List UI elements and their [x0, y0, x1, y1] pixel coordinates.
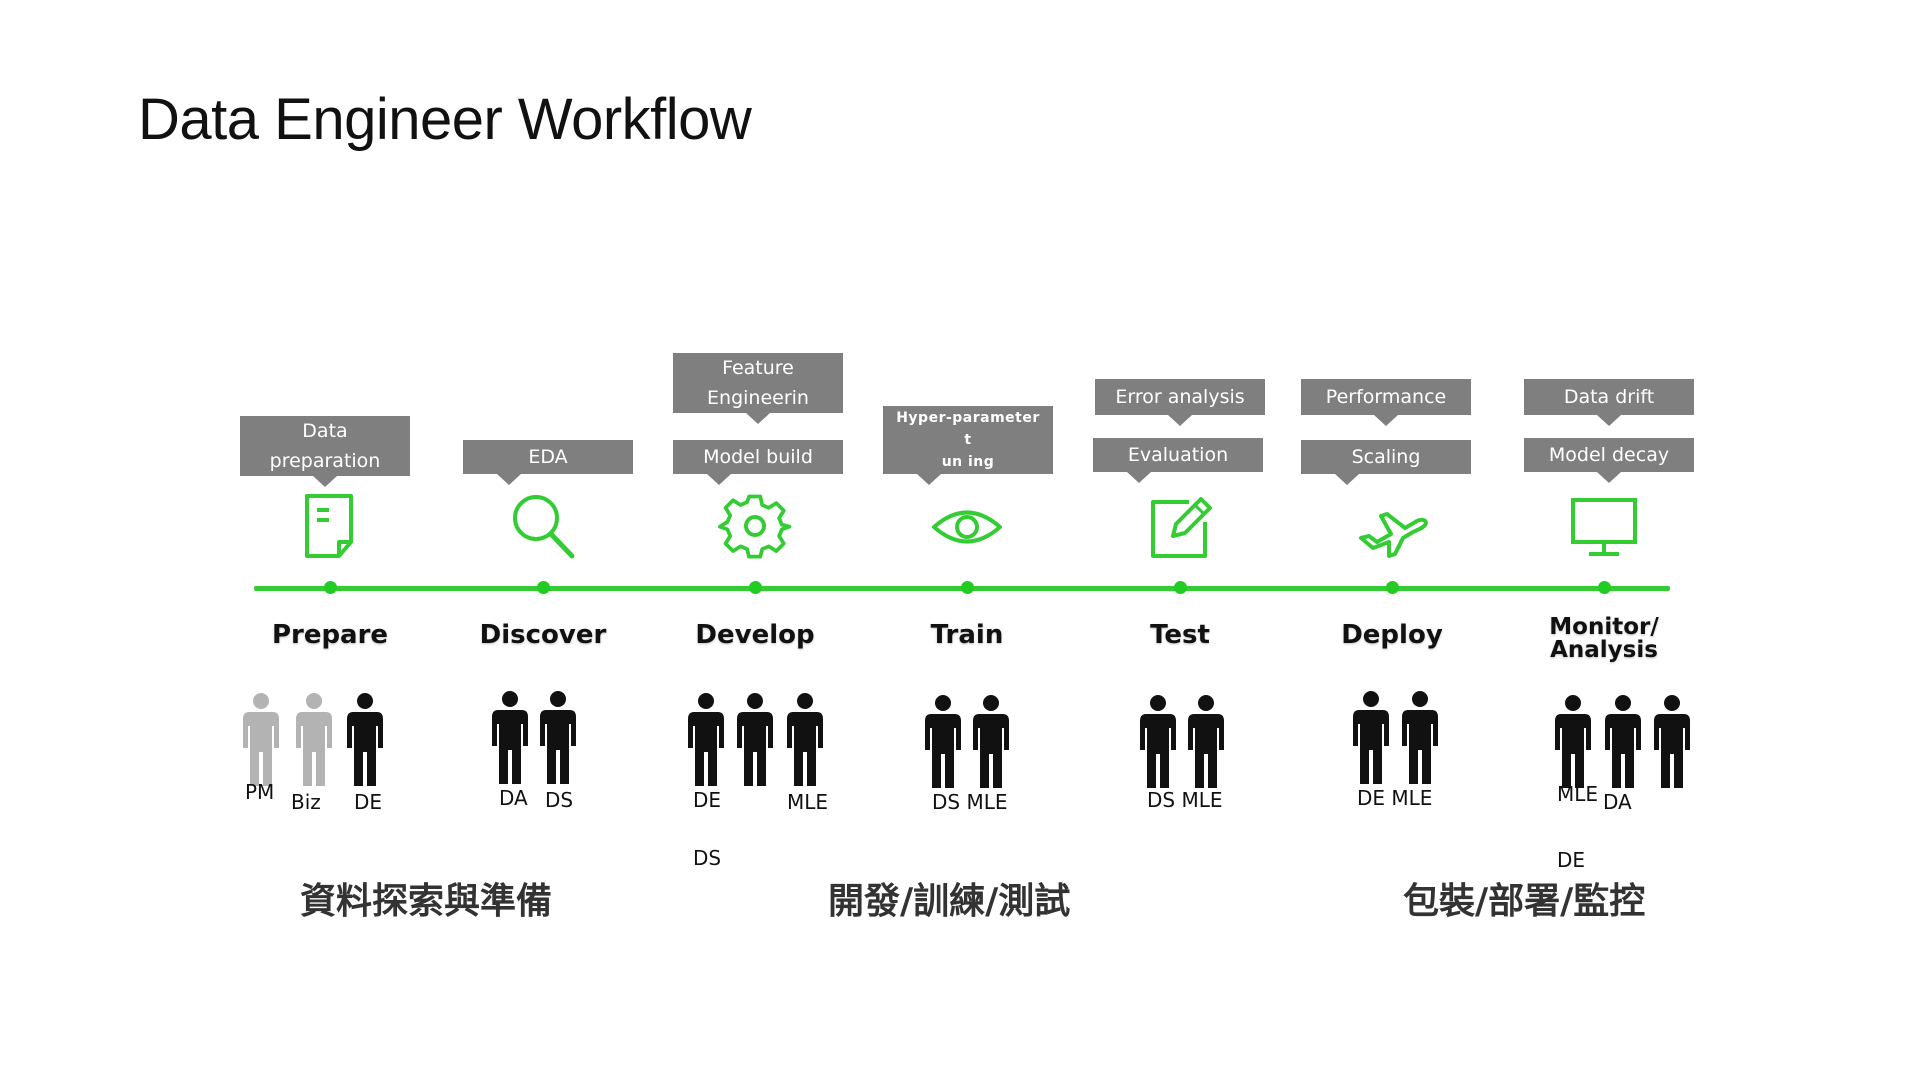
stage-label-develop: Develop	[695, 620, 815, 650]
document-icon	[305, 494, 353, 558]
person-ds-icon	[737, 693, 773, 786]
person-ds-icon	[540, 691, 576, 784]
callout-eda: EDA	[463, 440, 633, 485]
callout-feature-engineering: Feature Engineerin	[673, 353, 843, 424]
callout-model-decay-label: Model decay	[1548, 444, 1670, 466]
callout-hyper-parameter-tuning: Hyper-parameter t un ing	[883, 406, 1053, 485]
person-da-icon	[1605, 695, 1641, 788]
person-mle-icon	[787, 693, 823, 786]
callout-model-decay: Model decay	[1524, 438, 1694, 483]
callout-evaluation-label: Evaluation	[1127, 444, 1229, 466]
role-label-de: DE	[354, 790, 383, 814]
callout-feature-engineering-label: Feature Engineerin	[707, 357, 809, 409]
callout-performance: Performance	[1301, 379, 1471, 426]
timeline-dot-deploy	[1386, 581, 1399, 594]
phase-label-deploy: 包裝/部署/監控	[1403, 881, 1646, 922]
gear-icon	[718, 494, 792, 559]
callout-model-build-label: Model build	[703, 446, 813, 468]
timeline-dot-train	[961, 581, 974, 594]
timeline-dot-discover	[537, 581, 550, 594]
timeline-dot-monitor	[1598, 581, 1611, 594]
callout-performance-label: Performance	[1325, 386, 1447, 408]
stage-label-train: Train	[930, 620, 1004, 650]
callout-data-drift: Data drift	[1524, 379, 1694, 426]
role-label-deploy-roles: DE MLE	[1357, 786, 1433, 810]
role-label-da: DA	[499, 786, 528, 810]
role-label-de: DE	[693, 788, 722, 812]
monitor-icon	[1571, 498, 1637, 556]
eye-icon	[932, 510, 1002, 544]
callout-data-preparation: Data preparation	[240, 416, 410, 487]
person-mle-icon	[1188, 695, 1224, 788]
role-label-da: DA	[1603, 790, 1632, 814]
stage-label-prepare: Prepare	[271, 620, 389, 650]
role-label-mle: MLE	[787, 790, 829, 814]
edit-icon	[1151, 497, 1212, 558]
role-label-train-roles: DS MLE	[932, 790, 1008, 814]
callout-scaling-label: Scaling	[1351, 446, 1421, 468]
role-label-ds: DS	[545, 788, 574, 812]
callout-error-analysis-label: Error analysis	[1115, 386, 1245, 408]
callout-data-preparation-label: Data preparation	[269, 420, 381, 472]
stage-label-discover: Discover	[479, 620, 607, 650]
stage-label-monitor: Monitor/ Analysis	[1549, 614, 1659, 663]
callout-model-build: Model build	[673, 440, 843, 485]
search-icon	[513, 495, 575, 559]
callout-evaluation: Evaluation	[1093, 438, 1263, 483]
callout-eda-label: EDA	[528, 446, 568, 468]
role-label-ds: DS	[693, 846, 722, 870]
role-label-biz: Biz	[291, 790, 321, 814]
person-de-icon	[347, 693, 383, 786]
person-de-icon	[688, 693, 724, 786]
phase-label-develop: 開發/訓練/測試	[828, 881, 1071, 922]
person-ds-icon	[1140, 695, 1176, 788]
role-label-mle: MLE	[1557, 782, 1599, 806]
person-de-icon	[1353, 691, 1389, 784]
role-label-test-roles: DS MLE	[1147, 788, 1223, 812]
person-biz-icon	[296, 693, 332, 786]
person-de-icon	[1654, 695, 1690, 788]
person-ds-icon	[925, 695, 961, 788]
person-da-icon	[492, 691, 528, 784]
timeline-dot-test	[1174, 581, 1187, 594]
role-label-pm: PM	[245, 780, 275, 804]
airplane-icon	[1359, 512, 1428, 558]
person-mle-icon	[1402, 691, 1438, 784]
timeline-dot-prepare	[324, 581, 337, 594]
person-mle-icon	[973, 695, 1009, 788]
person-mle-icon	[1555, 695, 1591, 788]
callout-scaling: Scaling	[1301, 440, 1471, 485]
person-pm-icon	[243, 693, 279, 786]
callout-hyper-parameter-tuning-label: Hyper-parameter t un ing	[896, 410, 1040, 470]
stage-label-deploy: Deploy	[1341, 620, 1443, 650]
callout-error-analysis: Error analysis	[1095, 379, 1265, 426]
role-label-de: DE	[1557, 848, 1586, 872]
callout-data-drift-label: Data drift	[1563, 386, 1655, 408]
timeline-dot-develop	[749, 581, 762, 594]
page-title: Data Engineer Workflow	[138, 87, 752, 152]
stage-label-test: Test	[1150, 620, 1210, 650]
phase-label-explore: 資料探索與準備	[300, 881, 553, 922]
